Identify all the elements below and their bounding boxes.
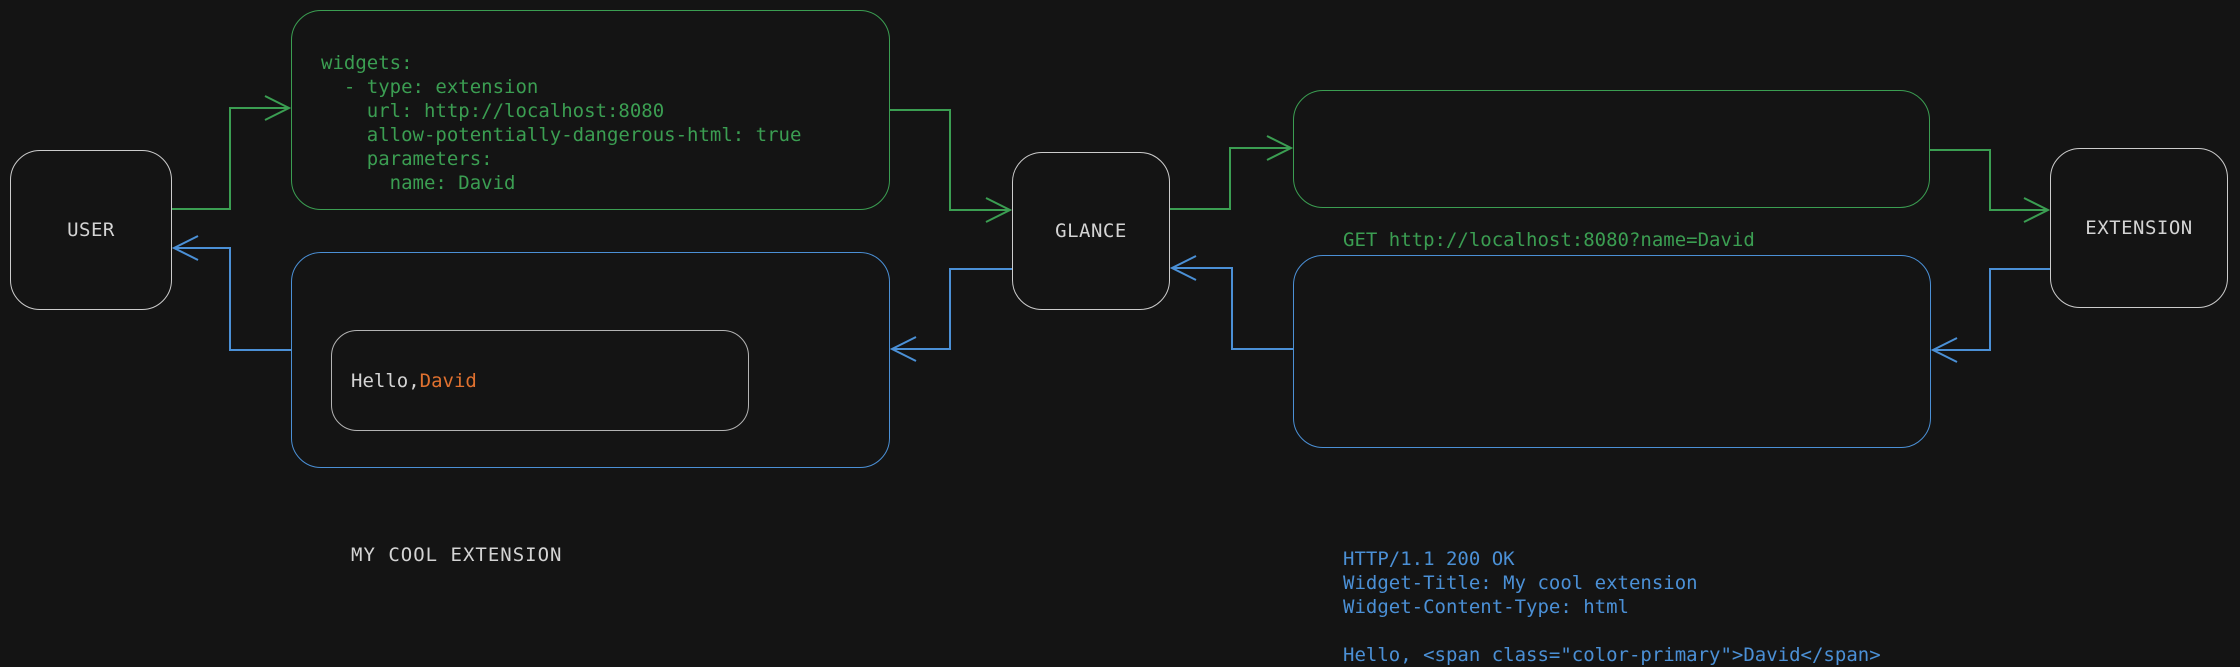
- arrow-response-to-glance: [1169, 255, 1293, 350]
- arrow-glance-to-widget: [889, 268, 1012, 362]
- arrow-request-to-extension: [1930, 149, 2051, 223]
- widget-title: MY COOL EXTENSION: [351, 544, 563, 566]
- config-yaml-box: widgets: - type: extension url: http://l…: [291, 10, 890, 210]
- arrow-extension-to-response: [1930, 268, 2050, 363]
- config-yaml-code: widgets: - type: extension url: http://l…: [321, 52, 802, 194]
- http-request-box: GET http://localhost:8080?name=David: [1293, 90, 1930, 251]
- node-glance: GLANCE: [1012, 152, 1170, 310]
- node-glance-label: GLANCE: [1055, 220, 1127, 242]
- http-request-code: GET http://localhost:8080?name=David: [1343, 229, 1755, 251]
- node-user-label: USER: [67, 219, 115, 241]
- greeting-card: Hello, David: [331, 330, 749, 431]
- arrow-config-to-glance: [890, 109, 1013, 223]
- http-response-code: HTTP/1.1 200 OK Widget-Title: My cool ex…: [1343, 548, 1881, 666]
- widget-preview-box: MY COOL EXTENSION Hello, David: [291, 252, 890, 566]
- arrow-widget-to-user: [171, 235, 291, 351]
- extension-flow-diagram: USER GLANCE EXTENSION widgets: - type: e…: [10, 10, 2228, 666]
- node-user: USER: [10, 150, 172, 310]
- greeting-text: Hello,: [351, 369, 420, 392]
- http-response-box: HTTP/1.1 200 OK Widget-Title: My cool ex…: [1293, 255, 1931, 666]
- arrow-glance-to-request: [1170, 135, 1294, 210]
- arrow-user-to-config: [172, 95, 292, 210]
- node-extension-label: EXTENSION: [2085, 217, 2193, 239]
- connector-arrows: [171, 95, 2051, 363]
- node-extension: EXTENSION: [2050, 148, 2228, 308]
- greeting-name: David: [419, 369, 477, 392]
